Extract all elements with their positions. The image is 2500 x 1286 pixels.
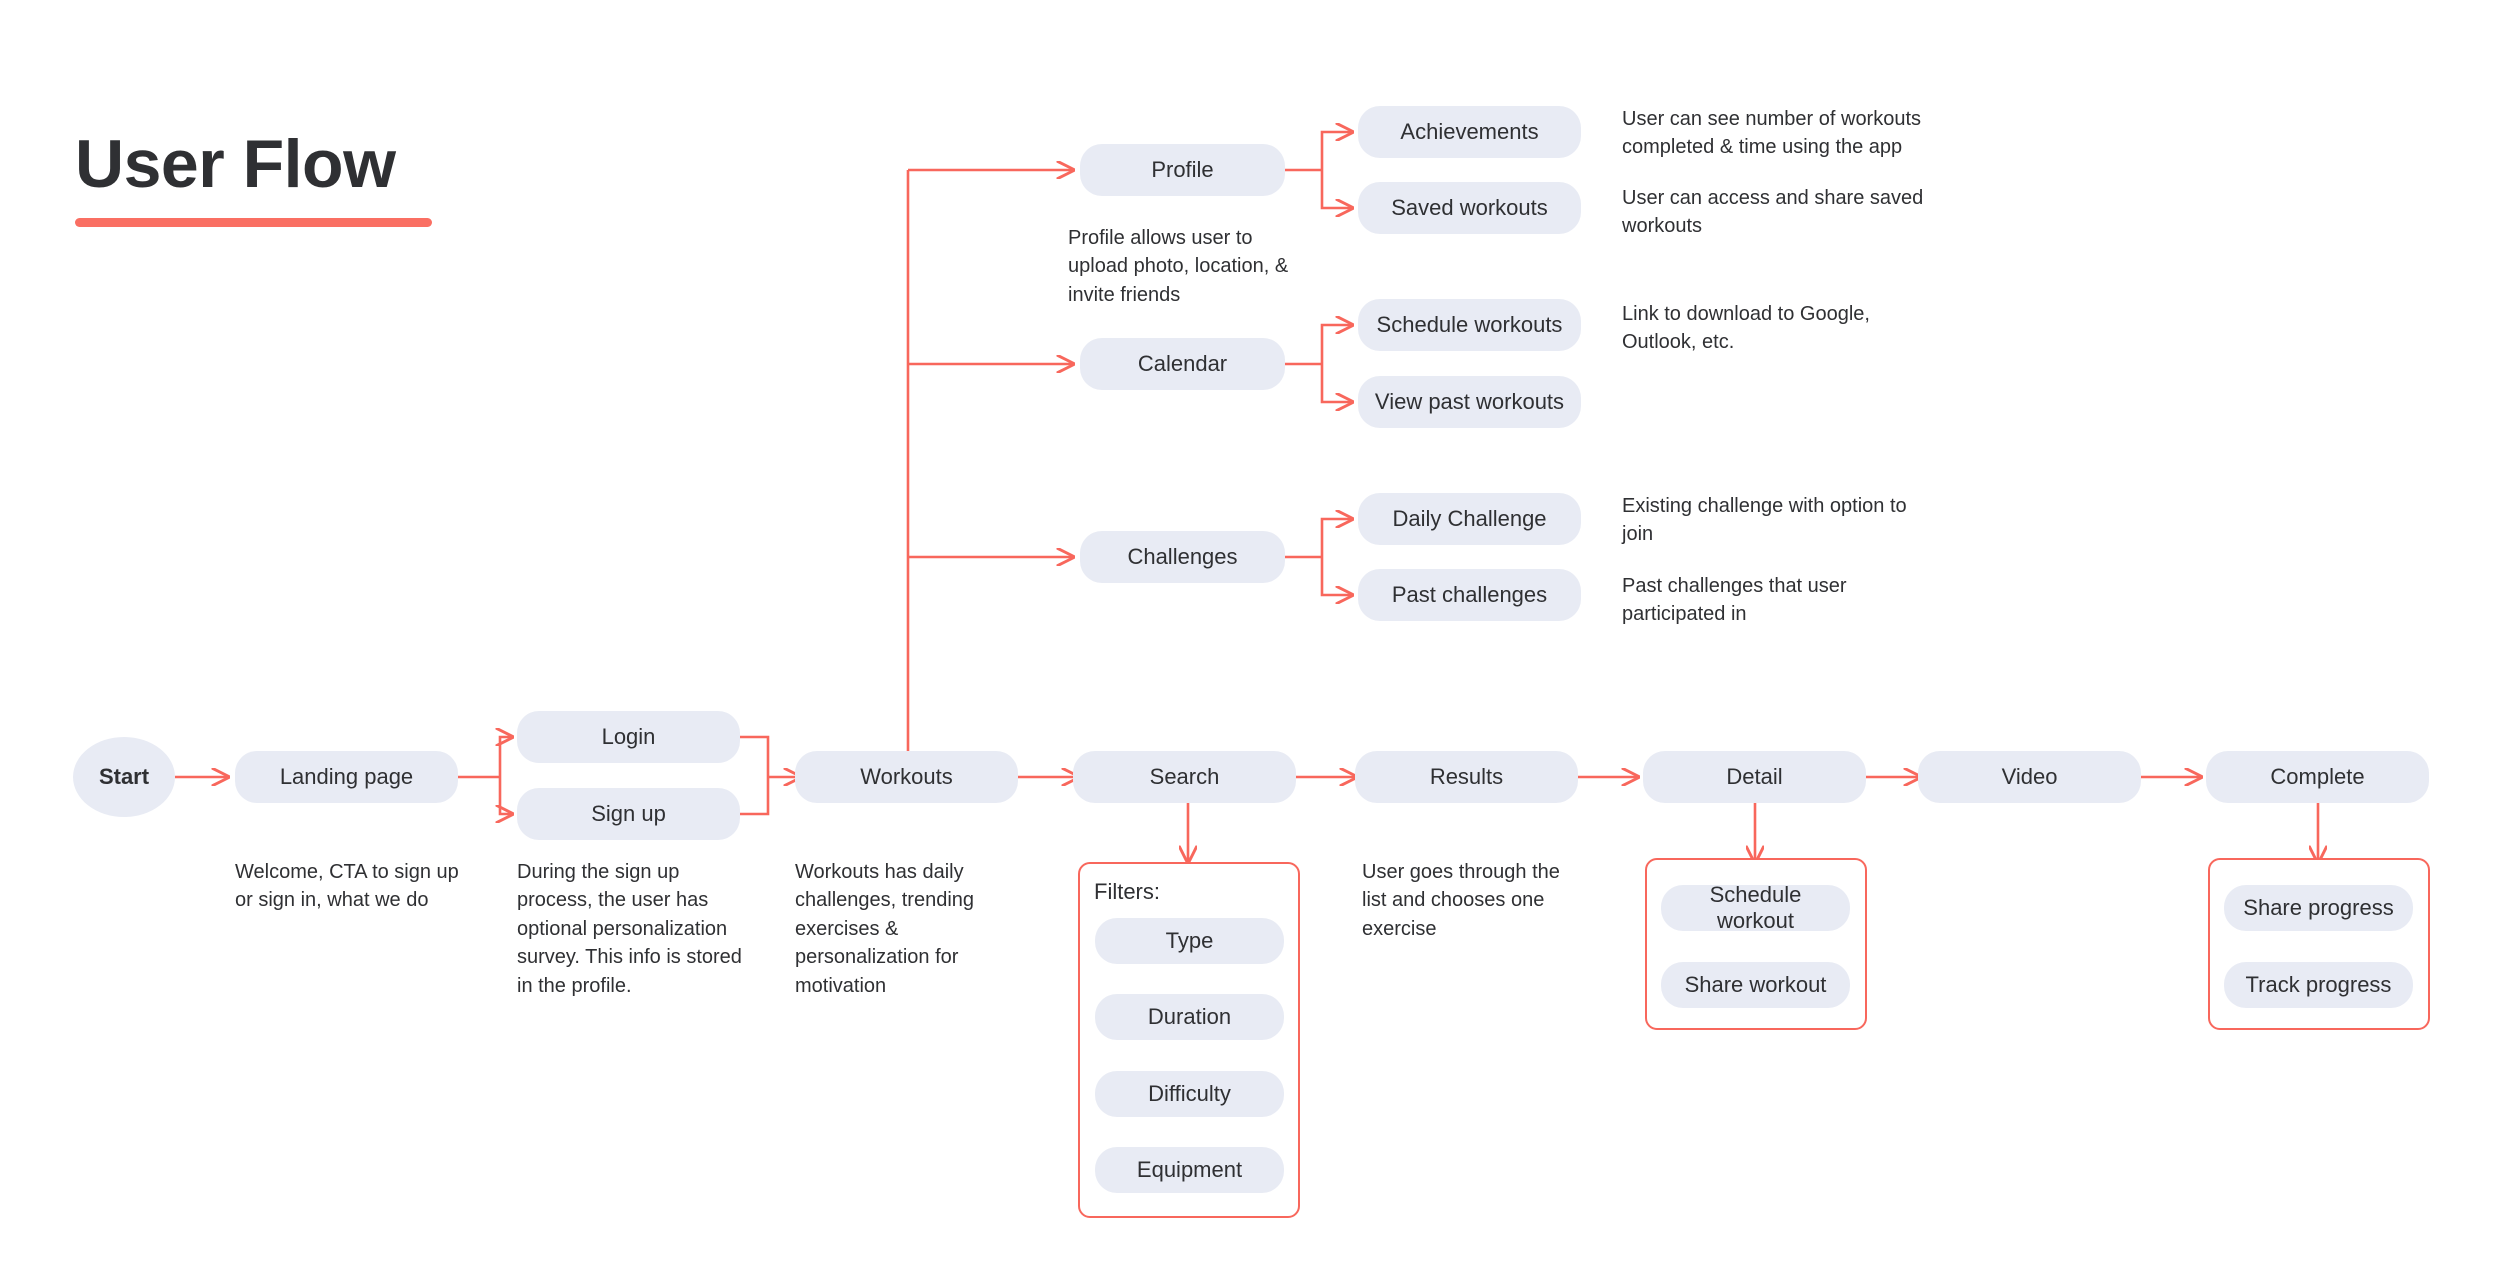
node-workouts[interactable]: Workouts: [795, 751, 1018, 803]
page-title: User Flow: [75, 126, 396, 202]
edge-landing-to-login: [500, 737, 512, 777]
note-landing-page: Welcome, CTA to sign up or sign in, what…: [235, 861, 459, 912]
edge-calendar-to-view-past-workouts: [1320, 364, 1352, 402]
node-start[interactable]: Start: [73, 737, 175, 817]
node-video[interactable]: Video: [1918, 751, 2141, 803]
node-profile[interactable]: Profile: [1080, 144, 1285, 196]
filters-group-label: Filters:: [1094, 879, 1160, 904]
note-saved-workouts: User can access and share saved workouts: [1622, 187, 1924, 238]
node-achievements[interactable]: Achievements: [1358, 106, 1581, 158]
node-past-challenges[interactable]: Past challenges: [1358, 569, 1581, 621]
edge-signup-merge: [740, 777, 770, 816]
node-saved-workouts[interactable]: Saved workouts: [1358, 182, 1581, 234]
note-calendar: Link to download to Google, Outlook, etc…: [1622, 303, 1870, 354]
title-underline-accent: [75, 218, 432, 227]
note-sign-up: During the sign up process, the user has…: [517, 861, 742, 997]
node-schedule-workouts[interactable]: Schedule workouts: [1358, 299, 1581, 351]
node-view-past-workouts[interactable]: View past workouts: [1358, 376, 1581, 428]
node-filter-difficulty[interactable]: Difficulty: [1095, 1071, 1284, 1117]
edge-landing-to-signup: [500, 777, 512, 814]
note-achievements: User can see number of workouts complete…: [1622, 108, 1922, 159]
note-profile: Profile allows user to upload photo, loc…: [1068, 227, 1289, 306]
node-sign-up[interactable]: Sign up: [517, 788, 740, 840]
node-filter-type[interactable]: Type: [1095, 918, 1284, 964]
node-daily-challenge[interactable]: Daily Challenge: [1358, 493, 1581, 545]
node-schedule-workout[interactable]: Schedule workout: [1661, 882, 1850, 933]
node-results[interactable]: Results: [1355, 751, 1578, 803]
note-workouts: Workouts has daily challenges, trending …: [795, 861, 975, 997]
note-daily-challenge: Existing challenge with option to join: [1622, 495, 1907, 546]
node-login[interactable]: Login: [517, 711, 740, 763]
note-past-challenges: Past challenges that user participated i…: [1622, 575, 1847, 626]
node-detail[interactable]: Detail: [1643, 751, 1866, 803]
node-landing-page[interactable]: Landing page: [235, 751, 458, 803]
edge-challenges-to-past-challenges: [1320, 557, 1352, 595]
node-calendar[interactable]: Calendar: [1080, 338, 1285, 390]
node-search[interactable]: Search: [1073, 751, 1296, 803]
edge-login-merge: [740, 735, 770, 777]
node-track-progress[interactable]: Track progress: [2224, 962, 2413, 1008]
title-block: User Flow: [75, 130, 432, 227]
edge-profile-to-achievements: [1320, 132, 1352, 170]
edge-challenges-to-daily-challenge: [1320, 519, 1352, 557]
node-filter-equipment[interactable]: Equipment: [1095, 1147, 1284, 1193]
node-share-workout[interactable]: Share workout: [1661, 962, 1850, 1008]
note-results: User goes through the list and chooses o…: [1362, 861, 1560, 940]
node-complete[interactable]: Complete: [2206, 751, 2429, 803]
node-challenges[interactable]: Challenges: [1080, 531, 1285, 583]
node-filter-duration[interactable]: Duration: [1095, 994, 1284, 1040]
edge-calendar-to-schedule-workouts: [1320, 325, 1352, 364]
edge-profile-to-saved-workouts: [1320, 170, 1352, 208]
node-share-progress[interactable]: Share progress: [2224, 885, 2413, 931]
